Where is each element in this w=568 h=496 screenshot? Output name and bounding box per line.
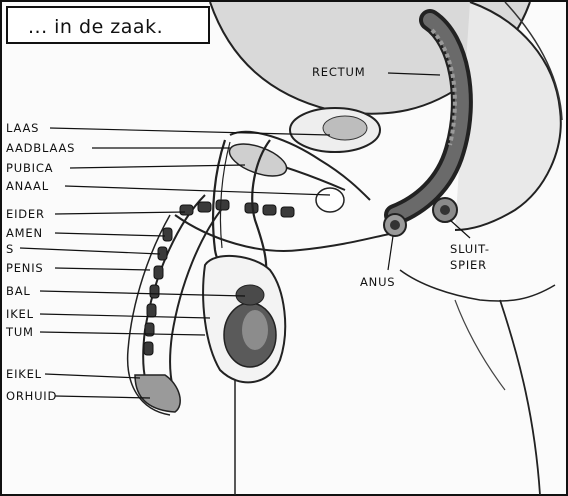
label-penis: PENIS [6, 262, 44, 274]
label-pubica: PUBICA [6, 162, 53, 174]
label-voorhuid: ORHUID [6, 390, 57, 402]
label-rectum: RECTUM [312, 66, 365, 78]
label-scrotum: TUM [6, 326, 34, 338]
caption-text: ... in de zaak. [28, 16, 163, 38]
label-eikel: EIKEL [6, 368, 42, 380]
label-s: S [6, 243, 14, 255]
caption-box: ... in de zaak. [6, 6, 210, 44]
label-sluitspier-line2: SPIER [450, 259, 487, 271]
label-anus: ANUS [360, 276, 395, 288]
label-blaas: LAAS [6, 122, 39, 134]
label-sluitspier-line1: SLUIT- [450, 243, 490, 255]
label-zaadstreng: AMEN [6, 227, 43, 239]
label-anaal: ANAAL [6, 180, 49, 192]
label-zaadblaas: AADBLAAS [6, 142, 75, 154]
label-leider: EIDER [6, 208, 45, 220]
label-bal: BAL [6, 285, 31, 297]
label-bijbalkikel: IKEL [6, 308, 34, 320]
